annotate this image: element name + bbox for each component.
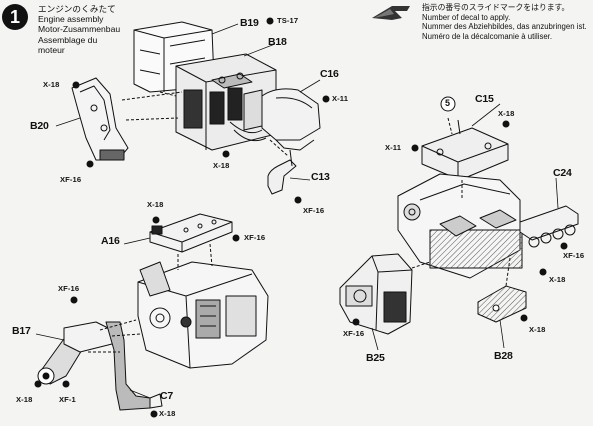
callout-x11-c15: X-11: [385, 143, 402, 152]
callout-x18-b28: X-18: [529, 325, 546, 334]
decal-legend: 指示の番号のスライドマークをはります。 Number of decal to a…: [422, 3, 587, 41]
guide-lines-bottom: [88, 243, 213, 353]
callout-x18-b18: X-18: [213, 161, 230, 170]
part-label-b25: B25: [366, 352, 385, 364]
part-label-b17: B17: [12, 325, 31, 337]
callout-xf16-b25: XF-16: [343, 329, 365, 338]
callout-x18-a16: X-18: [147, 200, 164, 209]
legend-de: Nummer des Abziehbildes, das anzubringen…: [422, 22, 587, 32]
part-label-c13: C13: [311, 171, 330, 183]
callout-xf16-c24: XF-16: [563, 251, 585, 260]
callout-x18-c7: X-18: [159, 409, 176, 418]
engine-block-upper: [71, 21, 321, 195]
engine-block-lower: [37, 213, 269, 411]
title-en: Engine assembly: [38, 14, 104, 25]
callout-x18-c15: X-18: [498, 109, 515, 118]
part-label-c24: C24: [553, 167, 572, 179]
callout-xf16-a16: XF-16: [244, 233, 266, 242]
callout-xf16-c13: XF-16: [303, 206, 325, 215]
part-label-c16: C16: [320, 68, 339, 80]
part-label-b28: B28: [494, 350, 513, 362]
part-label-b19: B19: [240, 17, 259, 29]
step-badge: [2, 4, 28, 30]
part-label-b20: B20: [30, 120, 49, 132]
callout-x18-block: X-18: [549, 275, 566, 284]
guide-lines-top: [121, 91, 289, 157]
decal-number: 5: [445, 98, 451, 108]
callout-x18-b17: X-18: [16, 395, 33, 404]
title-de: Motor-Zusammenbau: [38, 24, 121, 35]
leader-lines: [35, 23, 559, 399]
step-number: 1: [10, 7, 21, 27]
callout-xf16-b20: XF-16: [60, 175, 82, 184]
callout-dots: [34, 17, 568, 418]
legend-en: Number of decal to apply.: [422, 12, 511, 22]
title-ja: エンジンのくみたて: [38, 4, 116, 14]
engine-block-right: [339, 119, 579, 335]
part-label-a16: A16: [101, 235, 120, 247]
guide-lines-right: [411, 117, 511, 287]
step-title: エンジンのくみたて Engine assembly Motor-Zusammen…: [38, 4, 120, 55]
callout-ts17: TS-17: [277, 16, 299, 25]
callout-xf1-b17: XF-1: [59, 395, 76, 404]
callout-x18-b20: X-18: [43, 80, 60, 89]
part-label-b18: B18: [268, 36, 287, 48]
part-label-c15: C15: [475, 93, 494, 105]
title-fr-1: Assemblage du: [38, 34, 98, 45]
decal-number-circle: [440, 96, 456, 112]
callout-xf16-b17: XF-16: [58, 284, 80, 293]
title-fr-2: moteur: [38, 44, 65, 55]
part-label-c7: C7: [160, 390, 174, 402]
legend-fr: Numéro de la décalcomanie à utiliser.: [422, 31, 553, 41]
callout-x11-c16: X-11: [332, 94, 349, 103]
decal-arrow-icon: [372, 6, 410, 20]
legend-ja: 指示の番号のスライドマークをはります。: [422, 3, 570, 12]
